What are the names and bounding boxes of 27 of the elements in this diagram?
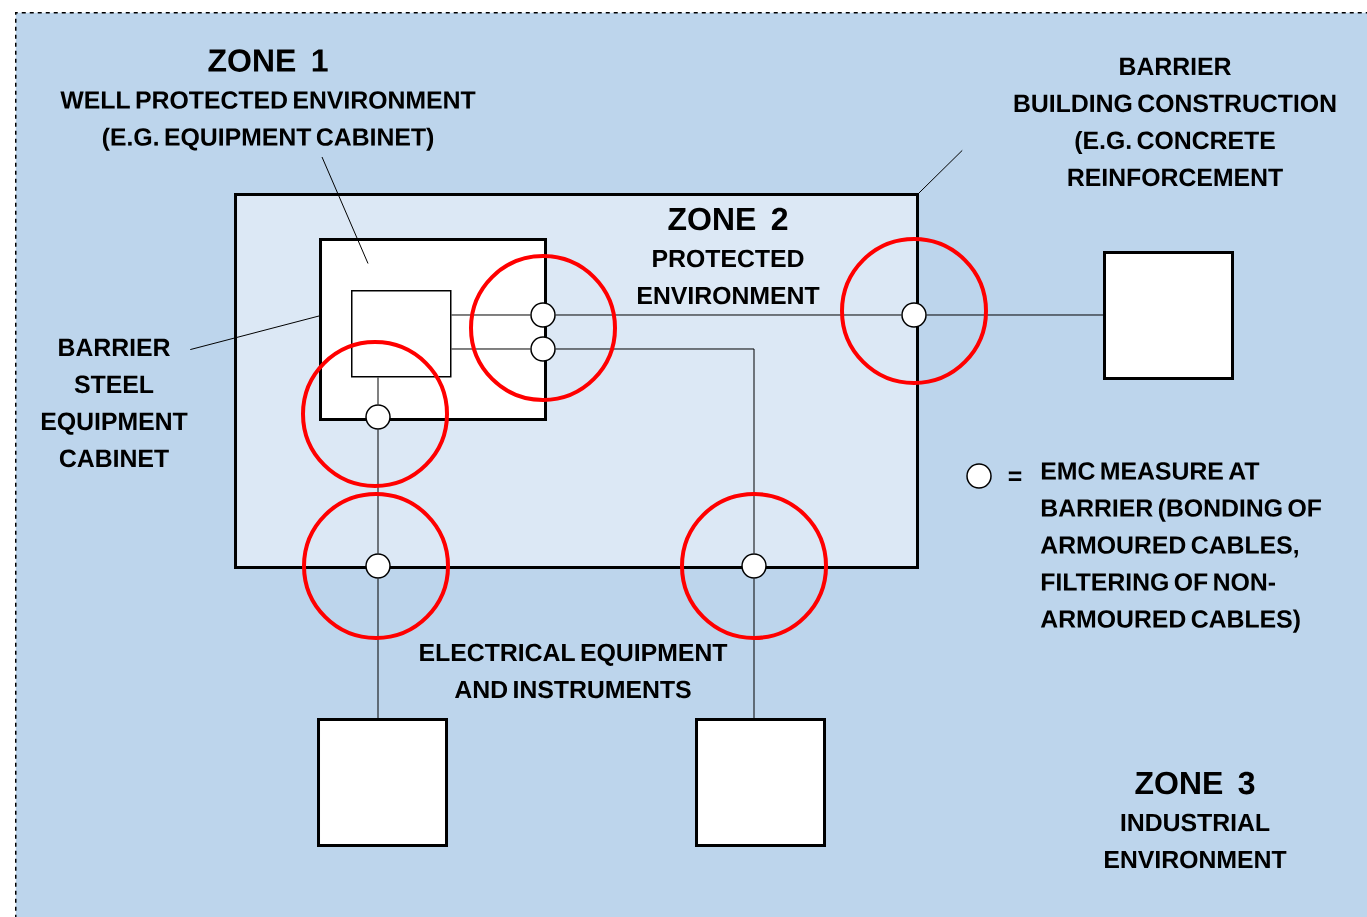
emc-measure-circle <box>365 553 391 579</box>
cable-line <box>377 377 379 405</box>
emc-measure-circle <box>530 336 556 362</box>
emc-measure-circle <box>365 404 391 430</box>
legend-text: EMC MEASURE AT BARRIER (BONDING OF ARMOURED CABLES, FILTERING OF NON-ARMOURED CABLES) <box>1040 462 1321 633</box>
leader-line <box>189 315 320 351</box>
cable-line <box>753 578 755 719</box>
cable-line <box>377 578 379 719</box>
barrier-label: BARRIER BUILDING CONSTRUCTION (E.G. CONCRETE REINFORCEMENT <box>1014 57 1336 187</box>
emc-measure-circle <box>901 302 927 328</box>
equals-sign: = <box>1008 471 1022 481</box>
device-box <box>1103 251 1234 380</box>
cable-line <box>926 314 1104 316</box>
cable-line <box>377 429 379 554</box>
barrier-label: BARRIER STEEL EQUIPMENT CABINET <box>41 338 188 468</box>
zone-label: ZONE 1 WELL PROTECTED ENVIRONMENT (E.G. EQUIPMENT CABINET) <box>60 49 476 151</box>
leader-line <box>918 149 963 194</box>
leader-line <box>321 156 369 264</box>
cable-line <box>451 348 531 350</box>
emc-measure-circle <box>530 302 556 328</box>
device-box <box>317 718 448 847</box>
cable-line <box>555 314 902 316</box>
device-box <box>695 718 826 847</box>
equipment-box <box>351 290 452 378</box>
emc-measure-circle <box>741 553 767 579</box>
cable-line <box>555 348 755 554</box>
equipment-label: ELECTRICAL EQUIPMENT AND INSTRUMENTS <box>420 643 728 699</box>
